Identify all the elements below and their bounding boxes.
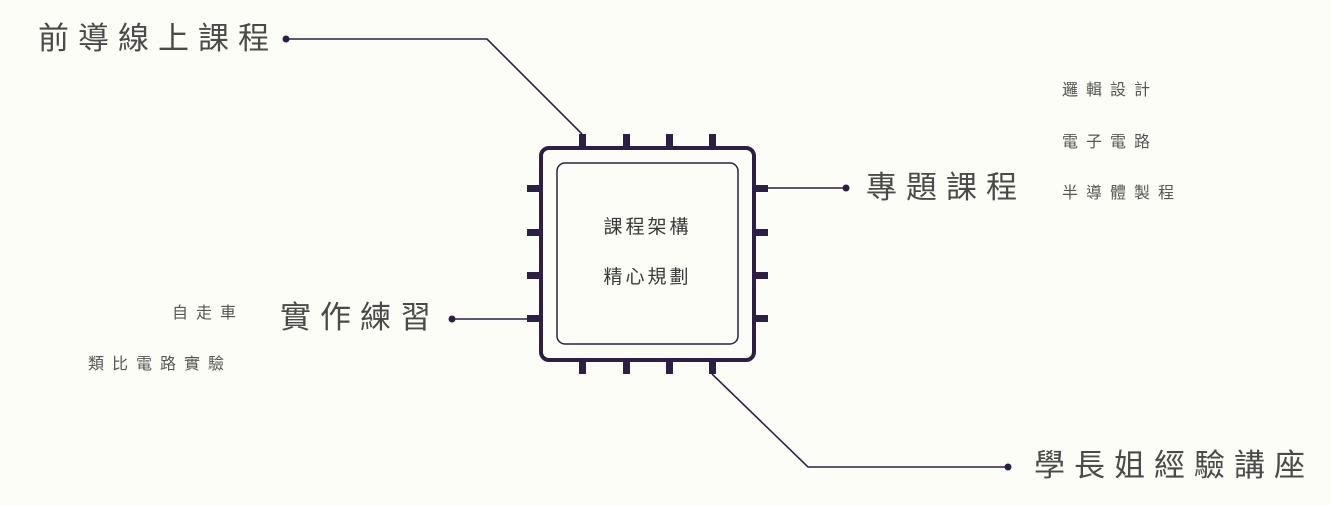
pin-left-4 bbox=[527, 315, 541, 322]
title-seminar: 學長姐經驗講座 bbox=[1034, 448, 1314, 484]
title-project: 專題課程 bbox=[866, 170, 1026, 206]
title-practice: 實作練習 bbox=[280, 300, 440, 336]
project-item-1: 邏輯設計 bbox=[1062, 80, 1159, 99]
dot-seminar bbox=[1004, 463, 1012, 471]
project-item-3: 半導體製程 bbox=[1062, 183, 1183, 202]
pin-top-3 bbox=[666, 134, 673, 148]
practice-item-1: 自走車 bbox=[172, 303, 245, 322]
pin-bottom-4 bbox=[709, 360, 716, 374]
practice-item-2: 類比電路實驗 bbox=[88, 354, 233, 373]
pin-right-2 bbox=[754, 229, 768, 236]
pin-left-3 bbox=[527, 272, 541, 279]
chip-die bbox=[556, 162, 739, 345]
connector-seminar bbox=[711, 373, 1008, 468]
pin-left-1 bbox=[527, 185, 541, 192]
pin-bottom-3 bbox=[666, 360, 673, 374]
title-prereq: 前導線上課程 bbox=[38, 21, 278, 57]
connector-prereq bbox=[286, 38, 583, 135]
pin-left-2 bbox=[527, 229, 541, 236]
pin-right-1 bbox=[754, 185, 768, 192]
center-line-2: 精心規劃 bbox=[603, 266, 692, 288]
pin-top-2 bbox=[623, 134, 630, 148]
chip-pins bbox=[527, 134, 768, 374]
pin-right-4 bbox=[754, 315, 768, 322]
pin-top-1 bbox=[579, 134, 586, 148]
dot-project bbox=[842, 184, 850, 192]
dot-practice bbox=[448, 315, 456, 323]
project-item-2: 電子電路 bbox=[1062, 132, 1159, 151]
pin-top-4 bbox=[709, 134, 716, 148]
pin-right-3 bbox=[754, 272, 768, 279]
pin-bottom-1 bbox=[579, 360, 586, 374]
pin-bottom-2 bbox=[623, 360, 630, 374]
center-line-1: 課程架構 bbox=[603, 216, 692, 238]
dot-prereq bbox=[282, 35, 290, 43]
